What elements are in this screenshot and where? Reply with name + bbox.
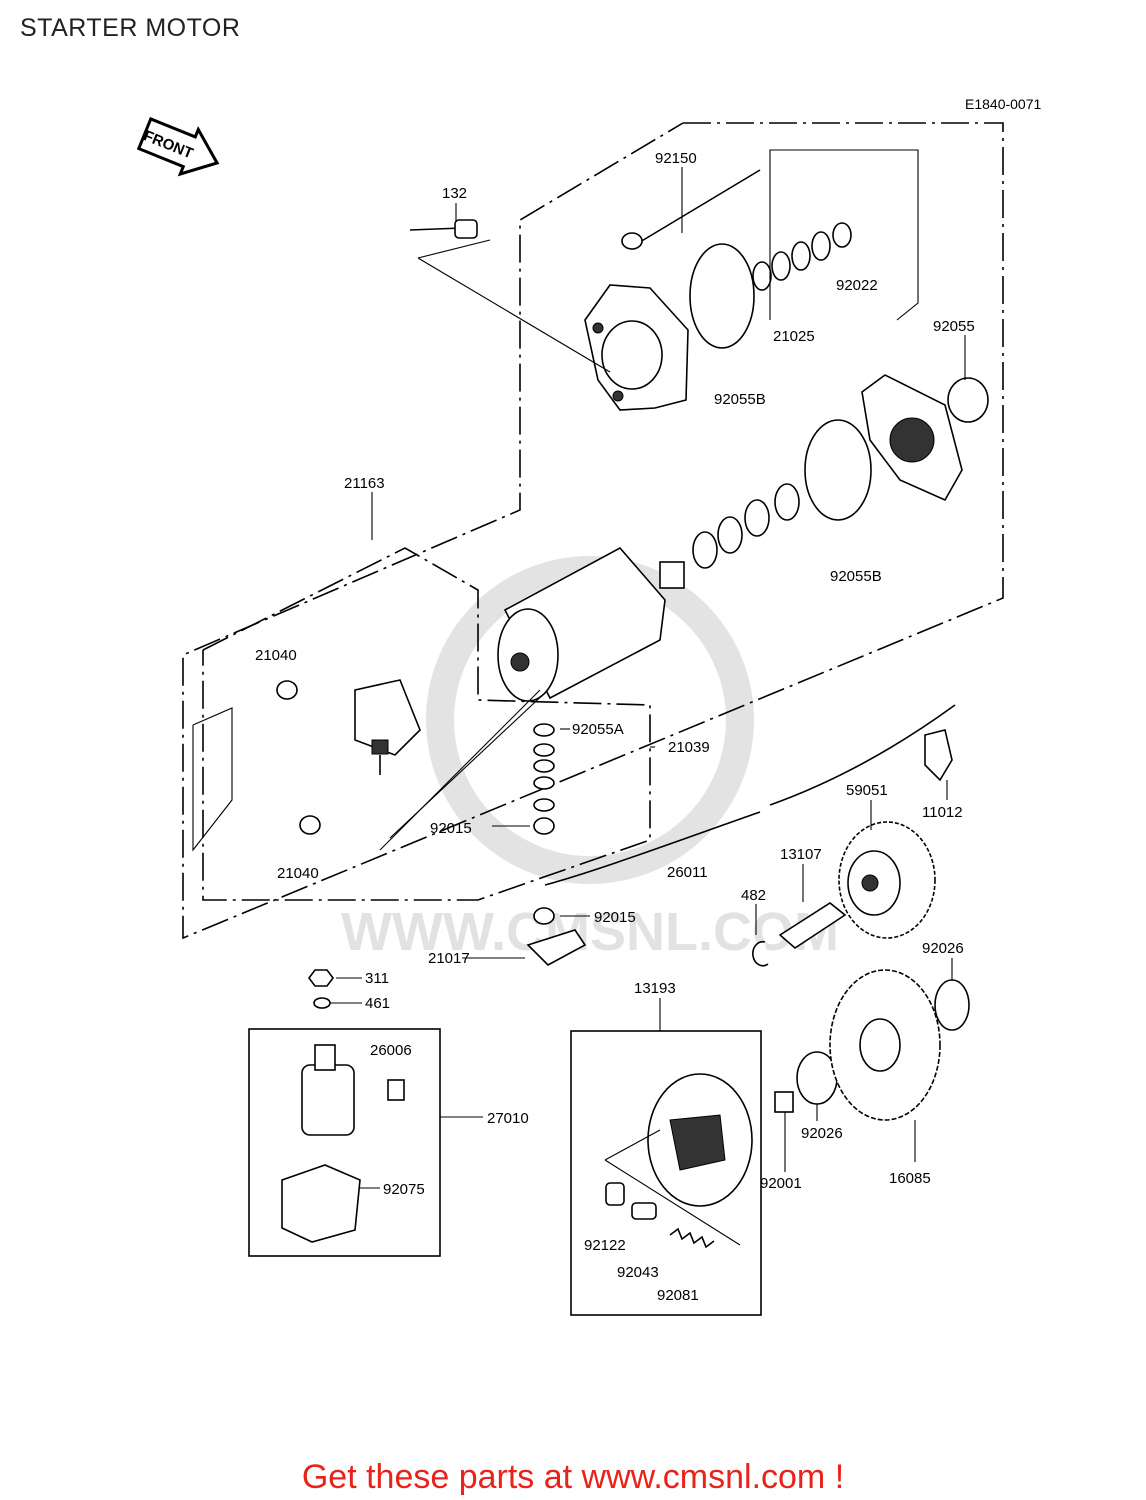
label-27010: 27010 [487,1110,529,1127]
bolt-92001 [774,1091,794,1113]
brush-spring-21040-bot [299,815,321,835]
assembly-outline-21039 [202,547,651,901]
diagram-code: E1840-0071 [965,96,1042,112]
label-92022: 92022 [836,277,878,294]
shaft-13107 [778,902,847,950]
label-92026-top: 92026 [922,940,964,957]
nut-311 [308,969,334,987]
label-92026-bot: 92026 [801,1125,843,1142]
label-26006: 26006 [370,1042,412,1059]
front-cover-part [861,374,963,502]
label-461: 461 [365,995,390,1012]
through-bolt-92150 [621,169,761,250]
label-26011: 26011 [667,864,708,881]
motor-yoke-part [497,546,685,702]
armature-washers [692,483,800,569]
o-ring-92055b-mid [804,419,872,521]
brush-plate-part [354,679,421,775]
brush-holder-box [192,707,233,852]
spring-92081 [669,1227,715,1249]
starter-clutch-box [570,1030,762,1316]
rear-cover-part [584,284,689,411]
solenoid-part [301,1044,405,1136]
leader-lines [330,167,966,1189]
plunger-92043 [631,1202,657,1220]
bolt-132 [409,219,478,239]
label-92055b-top: 92055B [714,391,766,408]
label-92150: 92150 [655,150,697,167]
label-92015-b: 92015 [594,909,636,926]
get-parts-link[interactable]: Get these parts at www.cmsnl.com ! [301,1458,845,1496]
solenoid-kit-box [248,1028,441,1257]
label-59051: 59051 [846,782,888,799]
label-92015-a: 92015 [430,820,472,837]
front-arrow-icon: FRONT [136,116,220,177]
label-21017: 21017 [428,950,470,967]
idle-gear-59051 [838,821,936,939]
washer-92026-top [934,979,970,1031]
label-92055b-mid: 92055B [830,568,882,585]
o-ring-92055 [947,377,989,423]
starter-clutch-part [647,1073,753,1207]
label-21039: 21039 [668,739,710,756]
label-13107: 13107 [780,846,822,863]
ground-cable [769,704,956,806]
label-92081: 92081 [657,1287,699,1304]
washer-stack-21025 [752,222,852,291]
label-13193: 13193 [634,980,676,997]
terminal-cap-11012 [924,729,953,782]
circlip-482 [752,940,769,967]
label-92075: 92075 [383,1181,425,1198]
roller-92122 [605,1182,625,1206]
label-311: 311 [365,970,389,987]
label-21025: 21025 [773,328,815,345]
starter-cable-26011 [544,811,761,886]
label-92055a: 92055A [572,721,624,738]
label-92043: 92043 [617,1264,659,1281]
label-21163: 21163 [344,475,385,492]
label-21040-top: 21040 [255,647,297,664]
label-92001: 92001 [760,1175,802,1192]
brush-spring-21040-top [276,680,298,700]
label-132: 132 [442,185,467,202]
clutch-gear-16085 [829,969,941,1121]
part-labels: 132 92150 92022 21025 92055 92055B 92055… [255,150,975,1304]
page-title: STARTER MOTOR [20,14,241,42]
fitting-21017 [526,929,587,966]
label-92055: 92055 [933,318,975,335]
solenoid-cover-92075 [281,1164,361,1243]
label-16085: 16085 [889,1170,931,1187]
label-482: 482 [741,887,766,904]
washer-461 [313,997,331,1009]
label-92122: 92122 [584,1237,626,1254]
terminal-stack-part [533,723,555,925]
o-ring-92055b-top [689,243,755,349]
assembly-outline-21163 [182,122,1004,940]
label-11012: 11012 [922,804,963,821]
label-21040-bot: 21040 [277,865,319,882]
